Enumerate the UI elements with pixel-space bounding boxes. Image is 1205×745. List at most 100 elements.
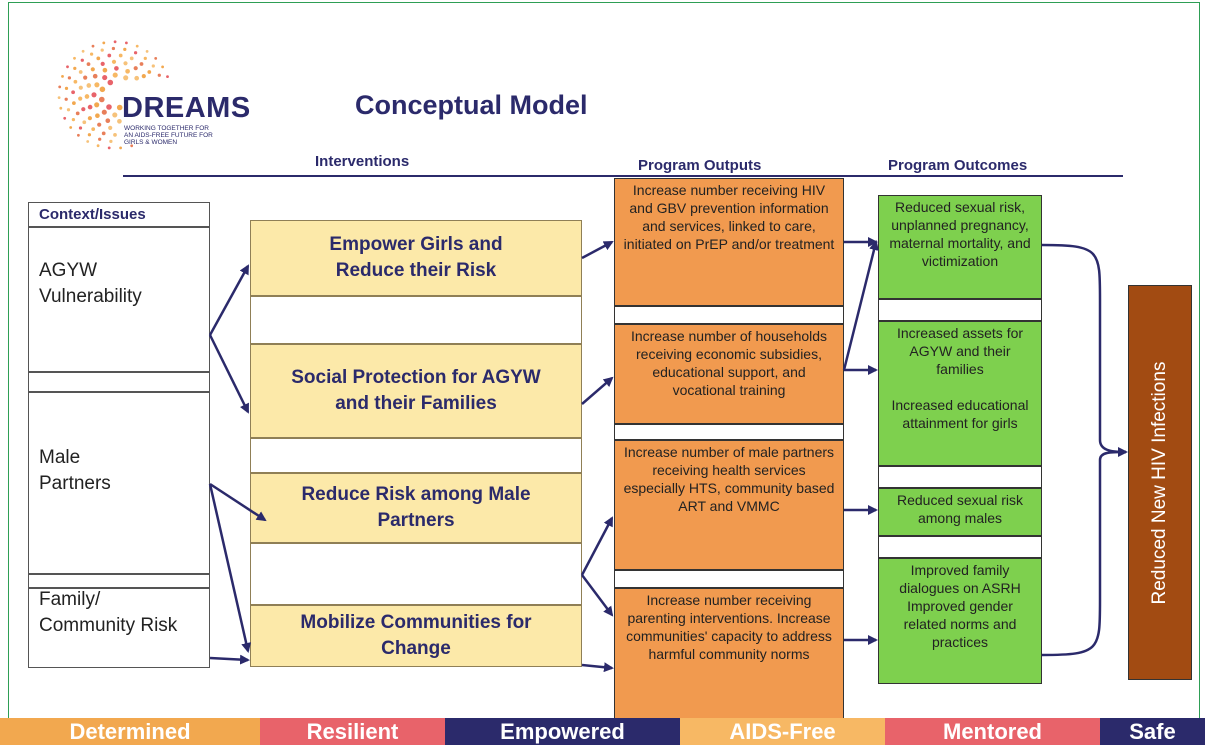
logo-dot: [106, 104, 112, 110]
outcome-education-text: Increased educational attainment for gir…: [891, 397, 1029, 431]
logo-dot: [78, 70, 83, 74]
intervention-label: Mobilize Communities for Change: [300, 612, 532, 659]
outcome-family-text: Improved family dialogues on ASRH: [899, 562, 1021, 596]
logo-dot: [147, 70, 152, 74]
outcome-gender-text: Improved gender related norms and practi…: [903, 598, 1017, 650]
logo-dot: [69, 126, 73, 129]
logo-dot: [78, 85, 83, 90]
logo-dot: [107, 146, 111, 150]
footer-label: Mentored: [943, 718, 1042, 744]
logo-tagline: WORKING TOGETHER FOR AN AIDS-FREE FUTURE…: [124, 125, 213, 146]
logo-dot: [78, 126, 83, 130]
context-male: Male Partners: [39, 447, 111, 494]
footer-label: Resilient: [306, 718, 399, 744]
logo-dot: [73, 79, 78, 84]
logo-dot: [86, 62, 91, 66]
logo-dot: [139, 62, 144, 66]
logo-dot: [102, 41, 106, 45]
intervention-label: Empower Girls and Reduce their Risk: [329, 234, 503, 281]
logo-dot: [58, 85, 62, 89]
logo-dot: [87, 133, 92, 137]
context-family: Family/ Community Risk: [39, 589, 178, 636]
logo-dot: [66, 108, 71, 112]
logo-dot: [161, 65, 165, 69]
footer-segment: Determined: [0, 718, 260, 745]
context-spacer: [28, 372, 210, 392]
logo-dot: [64, 97, 68, 101]
outcome-family: Improved family dialogues on ASRH Improv…: [878, 558, 1042, 684]
arrow-mobilize-output: [581, 662, 614, 673]
logo-dot: [111, 59, 117, 64]
output-gap: [614, 424, 844, 440]
logo-dot: [96, 56, 101, 61]
logo-dot: [97, 122, 102, 127]
logo-dot: [107, 53, 112, 58]
logo-dot: [157, 73, 161, 77]
logo-dot: [89, 52, 94, 56]
footer-label: Determined: [69, 718, 191, 744]
logo-dot: [78, 96, 83, 101]
header-outcomes: Program Outcomes: [888, 157, 1028, 174]
output-male-partners: Increase number of male partners receivi…: [614, 440, 844, 570]
brace-bottom: [1041, 450, 1127, 657]
outcome-sexual-risk: Reduced sexual risk, unplanned pregnancy…: [878, 195, 1042, 299]
header-interventions: Interventions: [315, 153, 410, 170]
logo-dot: [102, 75, 108, 81]
logo-dot: [94, 102, 100, 108]
logo-dot: [86, 140, 90, 143]
logo-dot: [99, 86, 106, 93]
logo-dot: [67, 76, 72, 80]
logo-dot: [73, 66, 77, 71]
logo-dot: [129, 56, 134, 61]
logo-dot: [123, 61, 128, 66]
logo-dot: [61, 75, 64, 78]
arrow-agyw-social: [208, 334, 250, 414]
logo-dot: [141, 74, 146, 79]
outcome-gap: [878, 536, 1042, 558]
logo-dot: [71, 90, 75, 95]
footer-segment: Resilient: [260, 718, 445, 745]
logo-dot: [108, 125, 113, 130]
logo-dot: [134, 75, 140, 81]
logo-dot: [63, 116, 67, 120]
output-hiv-gbv: Increase number receiving HIV and GBV pr…: [614, 178, 844, 306]
outcome-assets-text: Increased assets for AGYW and their fami…: [896, 325, 1024, 377]
logo-dot: [96, 144, 100, 148]
header-divider: [123, 175, 1123, 177]
context-cell-agyw: AGYW Vulnerability: [28, 227, 210, 372]
arrow-empower-output: [581, 240, 614, 260]
logo-dot: [154, 57, 158, 60]
logo-dot: [143, 56, 147, 61]
logo-dot: [113, 133, 117, 137]
logo-dot: [118, 53, 123, 58]
logo-dot: [77, 133, 80, 137]
logo-dot: [101, 109, 107, 115]
context-spacer: [28, 574, 210, 588]
logo-dot: [90, 67, 95, 72]
logo-dot: [112, 72, 118, 78]
arrow-male-output-parenting: [581, 574, 614, 617]
context-header: Context/Issues: [28, 202, 210, 227]
outcome-males: Reduced sexual risk among males: [878, 488, 1042, 536]
logo-dot: [83, 75, 88, 80]
logo-dot: [145, 50, 149, 53]
logo-dot: [151, 64, 155, 68]
logo-dot: [107, 79, 114, 86]
logo-dot: [94, 82, 100, 88]
final-outcome-box: Reduced New HIV Infections: [1128, 285, 1192, 680]
logo-dot: [123, 75, 129, 81]
outcome-gap: [878, 466, 1042, 488]
output-households: Increase number of households receiving …: [614, 324, 844, 424]
logo-dot: [101, 131, 106, 136]
logo-dot: [133, 51, 138, 55]
logo-dot: [100, 61, 105, 66]
logo-dot: [98, 137, 102, 141]
logo-dot: [116, 104, 123, 111]
logo-dot: [100, 48, 104, 52]
logo-dot: [73, 56, 76, 60]
logo-dot: [91, 92, 97, 98]
arrow-male-mobilize: [208, 483, 252, 653]
footer-bar: Determined Resilient Empowered AIDS-Free…: [0, 718, 1205, 745]
intervention-male: Reduce Risk among Male Partners: [250, 473, 582, 543]
